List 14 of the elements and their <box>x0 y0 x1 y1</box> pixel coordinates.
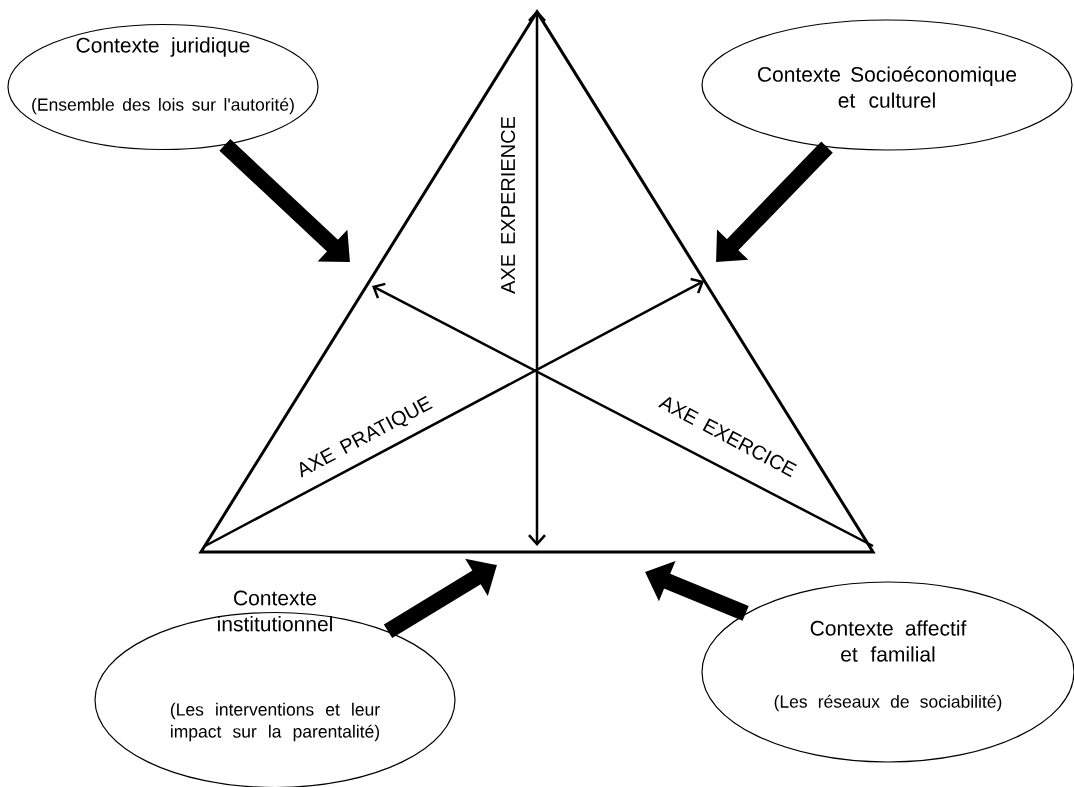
block-arrow <box>219 139 350 262</box>
heading-text: Contexte Socioéconomique et culturel <box>758 66 1017 108</box>
description-text: (Ensemble des lois sur l'autorité) <box>32 97 294 115</box>
context-ellipse <box>701 19 1073 151</box>
heading-text: Contexte juridique <box>76 37 250 57</box>
heading-text: Contexte institutionnel <box>218 590 332 632</box>
description-text: (Les réseaux de sociabilité) <box>774 694 1002 712</box>
axis-label: AXE EXPERIENCE <box>500 116 516 294</box>
description-text: (Les interventions et leur impact sur la parentalité) <box>170 702 380 742</box>
block-arrow <box>716 141 833 262</box>
context-ellipse <box>7 23 319 151</box>
heading-text: Contexte affectif et familial <box>810 620 967 662</box>
context-ellipse <box>94 590 456 787</box>
block-arrow <box>383 558 497 639</box>
